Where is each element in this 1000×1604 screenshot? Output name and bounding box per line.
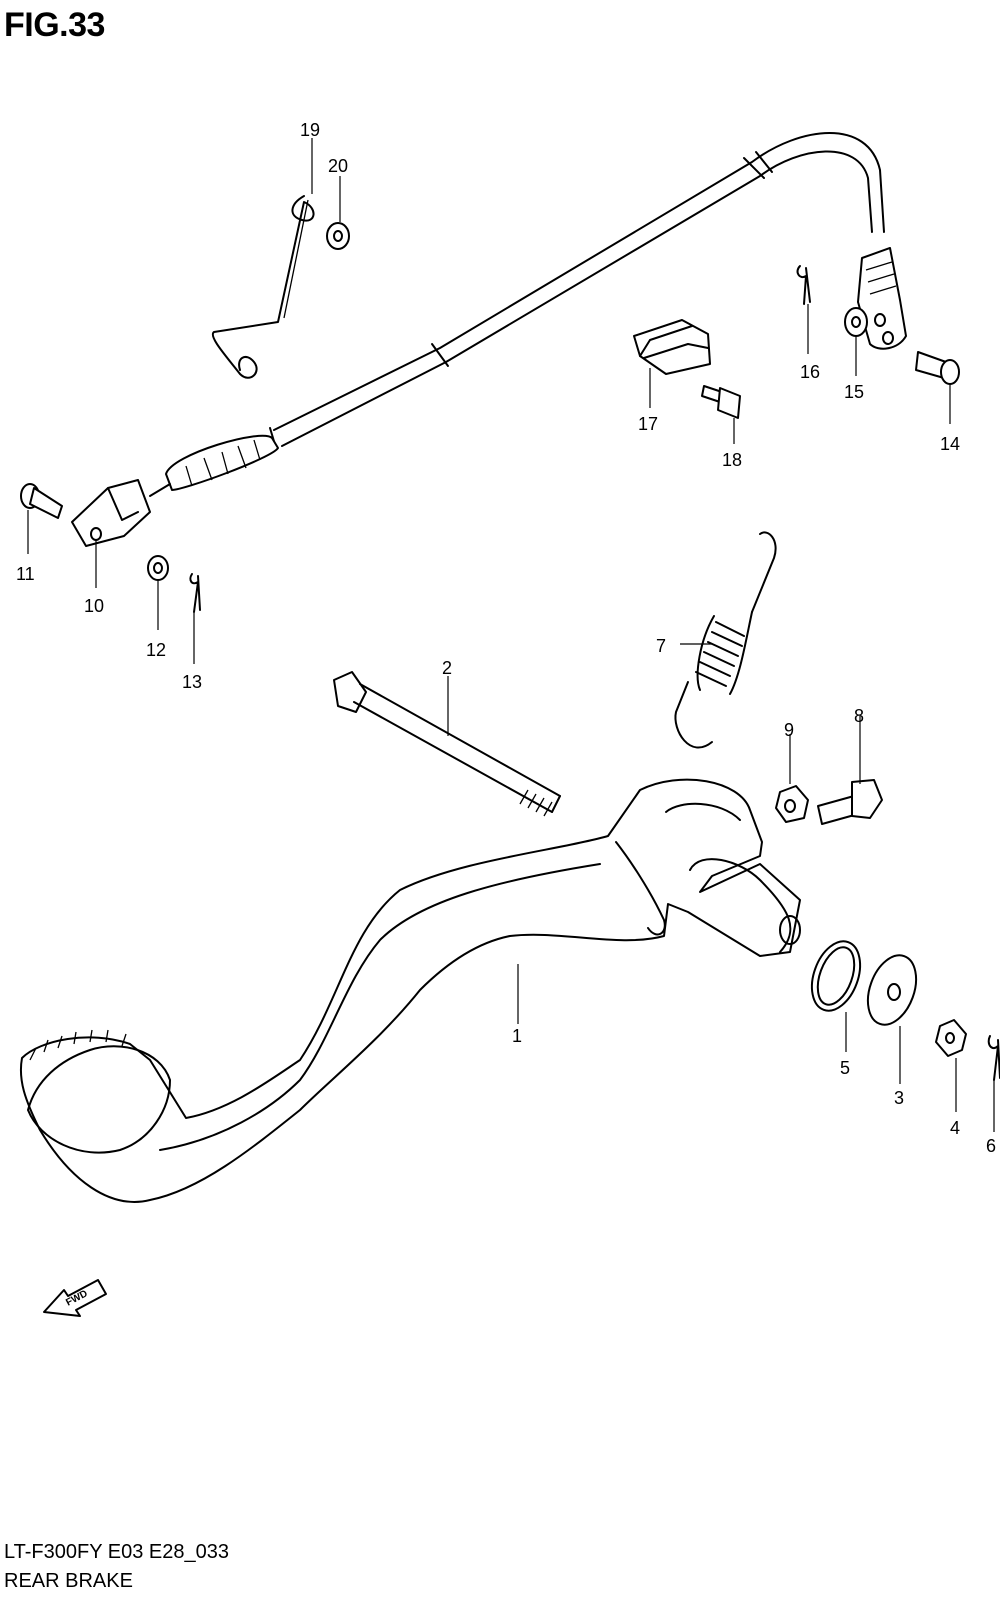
part-13-cotter-pin <box>189 573 201 613</box>
part-3-washer <box>866 954 918 1026</box>
callout-8: 8 <box>854 706 864 726</box>
part-6-cotter-pin <box>987 1035 1000 1081</box>
callout-2: 2 <box>442 658 452 678</box>
part-10-cable-joint <box>71 479 151 547</box>
part-18-bolt <box>701 385 741 419</box>
callout-19: 19 <box>300 120 320 140</box>
callout-17: 17 <box>638 414 658 434</box>
part-17-clamp <box>633 319 711 375</box>
callout-11: 11 <box>16 564 35 584</box>
leader-lines <box>27 138 995 1132</box>
part-19-cable-guide <box>211 195 315 379</box>
part-2-long-bolt <box>333 671 561 817</box>
part-11-pin <box>20 483 63 519</box>
fwd-arrow-icon: FWD <box>43 1279 107 1317</box>
callout-9: 9 <box>784 720 794 740</box>
figure-name: REAR BRAKE <box>4 1570 133 1592</box>
part-15-washer <box>844 307 868 337</box>
callout-16: 16 <box>800 362 820 382</box>
callout-13: 13 <box>182 672 202 692</box>
figure-code: LT-F300FY E03 E28_033 <box>4 1541 229 1563</box>
figure-title: FIG.33 <box>4 6 105 44</box>
part-8-bolt <box>817 779 883 825</box>
callout-7: 7 <box>656 636 666 656</box>
part-1-brake-pedal <box>19 778 801 1203</box>
callout-6: 6 <box>986 1136 996 1156</box>
callout-1: 1 <box>512 1026 522 1046</box>
part-14-pin <box>915 351 960 385</box>
part-5-o-ring <box>810 940 862 1012</box>
part-9-nut <box>775 785 809 823</box>
callout-12: 12 <box>146 640 166 660</box>
callout-15: 15 <box>844 382 864 402</box>
part-12-washer <box>147 555 169 581</box>
callout-18: 18 <box>722 450 742 470</box>
callout-3: 3 <box>894 1088 904 1108</box>
part-4-nut <box>935 1019 967 1057</box>
part-20-washer <box>326 222 350 250</box>
callout-labels: 19 20 11 10 12 13 16 15 14 17 18 7 2 9 8… <box>16 120 996 1156</box>
callout-10: 10 <box>84 596 104 616</box>
part-16-cotter-pin <box>796 265 811 305</box>
callout-14: 14 <box>940 434 960 454</box>
callout-5: 5 <box>840 1058 850 1078</box>
part-7-spring <box>674 531 777 749</box>
callout-4: 4 <box>950 1118 960 1138</box>
brake-cable <box>149 132 907 497</box>
callout-20: 20 <box>328 156 348 176</box>
